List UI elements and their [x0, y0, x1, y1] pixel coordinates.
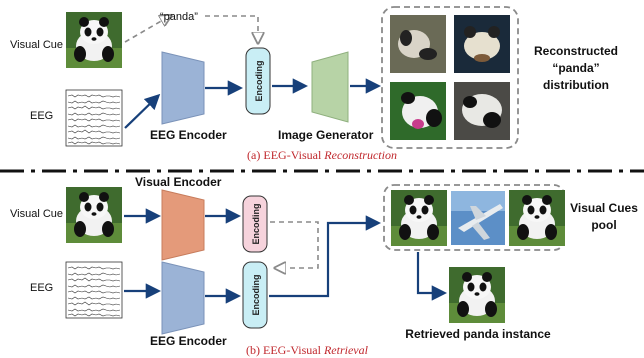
- visual-to-eeg-dashed-arrow: [270, 221, 319, 268]
- visual-cues-pool-box: [383, 184, 565, 251]
- top-visual-cue-label: Visual Cue: [10, 39, 63, 51]
- bottom-eeg-label: EEG: [30, 282, 53, 294]
- top-panda-photo: [66, 12, 122, 68]
- output-label-line2: “panda”: [552, 61, 599, 75]
- retrieved-label: Retrieved panda instance: [405, 327, 551, 341]
- caption-a: (a) EEG-Visual Reconstruction: [247, 148, 397, 162]
- pool-panda-photo-2: [509, 190, 565, 246]
- reconstructed-image-3: [390, 82, 446, 140]
- bottom-visual-cue-label: Visual Cue: [10, 208, 63, 220]
- top-eeg-signal-plot: [65, 89, 123, 147]
- caption-b-emphasis: Retrieval: [323, 343, 369, 357]
- eeg-encoding-box: [242, 261, 268, 329]
- pool-label-line2: pool: [591, 218, 616, 232]
- reconstructed-image-1: [390, 15, 446, 73]
- bottom-eeg-signal-plot: [65, 261, 123, 319]
- visual-encoding-label: Encoding: [251, 204, 261, 245]
- retrieved-panda-photo: [449, 267, 505, 323]
- image-generator-label: Image Generator: [278, 128, 374, 142]
- bottom-eeg-encoder-label: EEG Encoder: [150, 334, 227, 348]
- caption-a-prefix: (a) EEG-Visual: [247, 148, 324, 162]
- output-label-line3: distribution: [543, 78, 609, 92]
- top-class-word: “panda”: [160, 11, 198, 23]
- pool-airplane-photo: [451, 191, 505, 245]
- top-encoding-box: [245, 47, 271, 115]
- pool-label-line1: Visual Cues: [570, 201, 638, 215]
- reconstructed-distribution-box: [381, 6, 519, 149]
- eeg-encoding-label: Encoding: [251, 275, 261, 316]
- visual-encoding-box: [242, 195, 268, 253]
- bottom-panda-photo: [66, 187, 122, 243]
- top-eeg-encoder-block: [161, 51, 205, 125]
- top-word-to-encoding-dashed-arrow: [205, 15, 258, 42]
- top-encoding-label: Encoding: [254, 61, 264, 102]
- reconstructed-image-2: [454, 15, 510, 73]
- visual-encoder-block: [161, 189, 205, 261]
- output-label-line1: Reconstructed: [534, 44, 618, 58]
- top-eeg-to-encoder-arrow: [124, 93, 161, 129]
- bottom-eeg-encoder-block: [161, 261, 205, 335]
- visual-encoder-label: Visual Encoder: [135, 175, 222, 189]
- caption-a-emphasis: Reconstruction: [323, 148, 397, 162]
- top-eeg-encoder-label: EEG Encoder: [150, 128, 227, 142]
- image-generator-block: [311, 51, 349, 123]
- pool-panda-photo-1: [391, 190, 447, 246]
- reconstructed-image-4: [454, 82, 510, 140]
- eeg-encoding-to-pool-arrow: [269, 215, 382, 298]
- caption-b: (b) EEG-Visual Retrieval: [246, 343, 369, 357]
- pool-to-retrieved-arrow: [416, 252, 448, 301]
- caption-b-prefix: (b) EEG-Visual: [246, 343, 324, 357]
- top-eeg-label: EEG: [30, 110, 53, 122]
